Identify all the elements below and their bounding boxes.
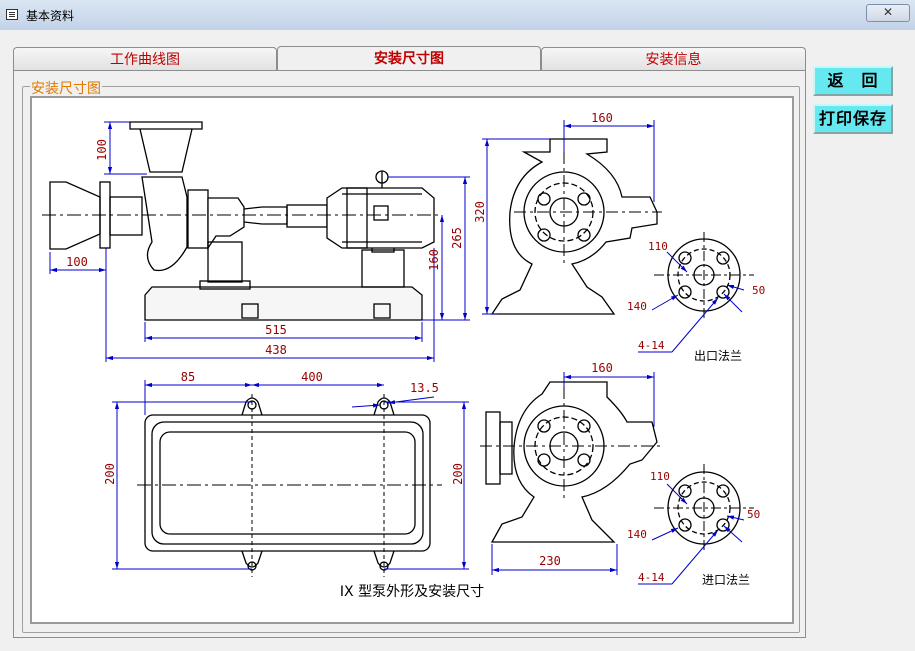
window-title: 基本资料	[26, 9, 75, 23]
dim-200-left: 200	[103, 463, 117, 485]
inlet-flange	[654, 464, 754, 552]
base-plate-top-view	[137, 394, 442, 577]
dim-4-14-outlet: 4-14	[638, 339, 665, 352]
dim-100-top: 100	[95, 139, 109, 161]
inlet-flange-label: 进口法兰	[702, 573, 750, 587]
pump-inlet-side-view	[480, 381, 662, 543]
tab-install-dimensions[interactable]: 安装尺寸图	[277, 46, 541, 71]
tab-install-info[interactable]: 安装信息	[541, 47, 806, 70]
pump-side-view	[42, 121, 442, 321]
dim-160-bottom: 160	[591, 361, 613, 375]
side-view-dimensions	[49, 121, 470, 362]
dim-160-top: 160	[591, 111, 613, 125]
outlet-flange-label: 出口法兰	[694, 349, 742, 363]
outlet-flange	[654, 232, 754, 320]
dim-400: 400	[301, 370, 323, 384]
dim-515: 515	[265, 323, 287, 337]
dim-160-motor: 160	[427, 249, 441, 271]
dim-438: 438	[265, 343, 287, 357]
dim-4-14-inlet: 4-14	[638, 571, 665, 584]
dim-265: 265	[450, 227, 464, 249]
dim-110-outlet: 110	[648, 240, 668, 253]
dim-85: 85	[181, 370, 195, 384]
pump-front-view	[490, 138, 662, 315]
dim-200-right: 200	[451, 463, 465, 485]
tab-strip: 工作曲线图 安装尺寸图 安装信息	[13, 46, 806, 71]
app-icon	[6, 9, 18, 20]
dim-50-outlet: 50	[752, 284, 765, 297]
group-label: 安装尺寸图	[30, 78, 102, 98]
dim-230: 230	[539, 554, 561, 568]
dim-100-left: 100	[66, 255, 88, 269]
title-bar: 基本资料 ✕	[0, 0, 915, 31]
installation-drawing: 100 100 515 438 160 265 160 320	[30, 96, 794, 624]
dim-13-5: 13.5	[410, 381, 439, 395]
dim-320: 320	[473, 201, 487, 223]
dim-110-inlet: 110	[650, 470, 670, 483]
close-button[interactable]: ✕	[866, 4, 910, 22]
dim-140-outlet: 140	[627, 300, 647, 313]
dim-140-inlet: 140	[627, 528, 647, 541]
dim-50-inlet: 50	[747, 508, 760, 521]
drawing-caption: IX 型泵外形及安装尺寸	[340, 584, 484, 600]
back-button[interactable]: 返 回	[813, 66, 893, 96]
group-frame	[22, 86, 800, 633]
drawing-canvas: 100 100 515 438 160 265 160 320	[42, 111, 765, 600]
tab-work-curve[interactable]: 工作曲线图	[13, 47, 277, 70]
print-save-button[interactable]: 打印保存	[813, 104, 893, 134]
